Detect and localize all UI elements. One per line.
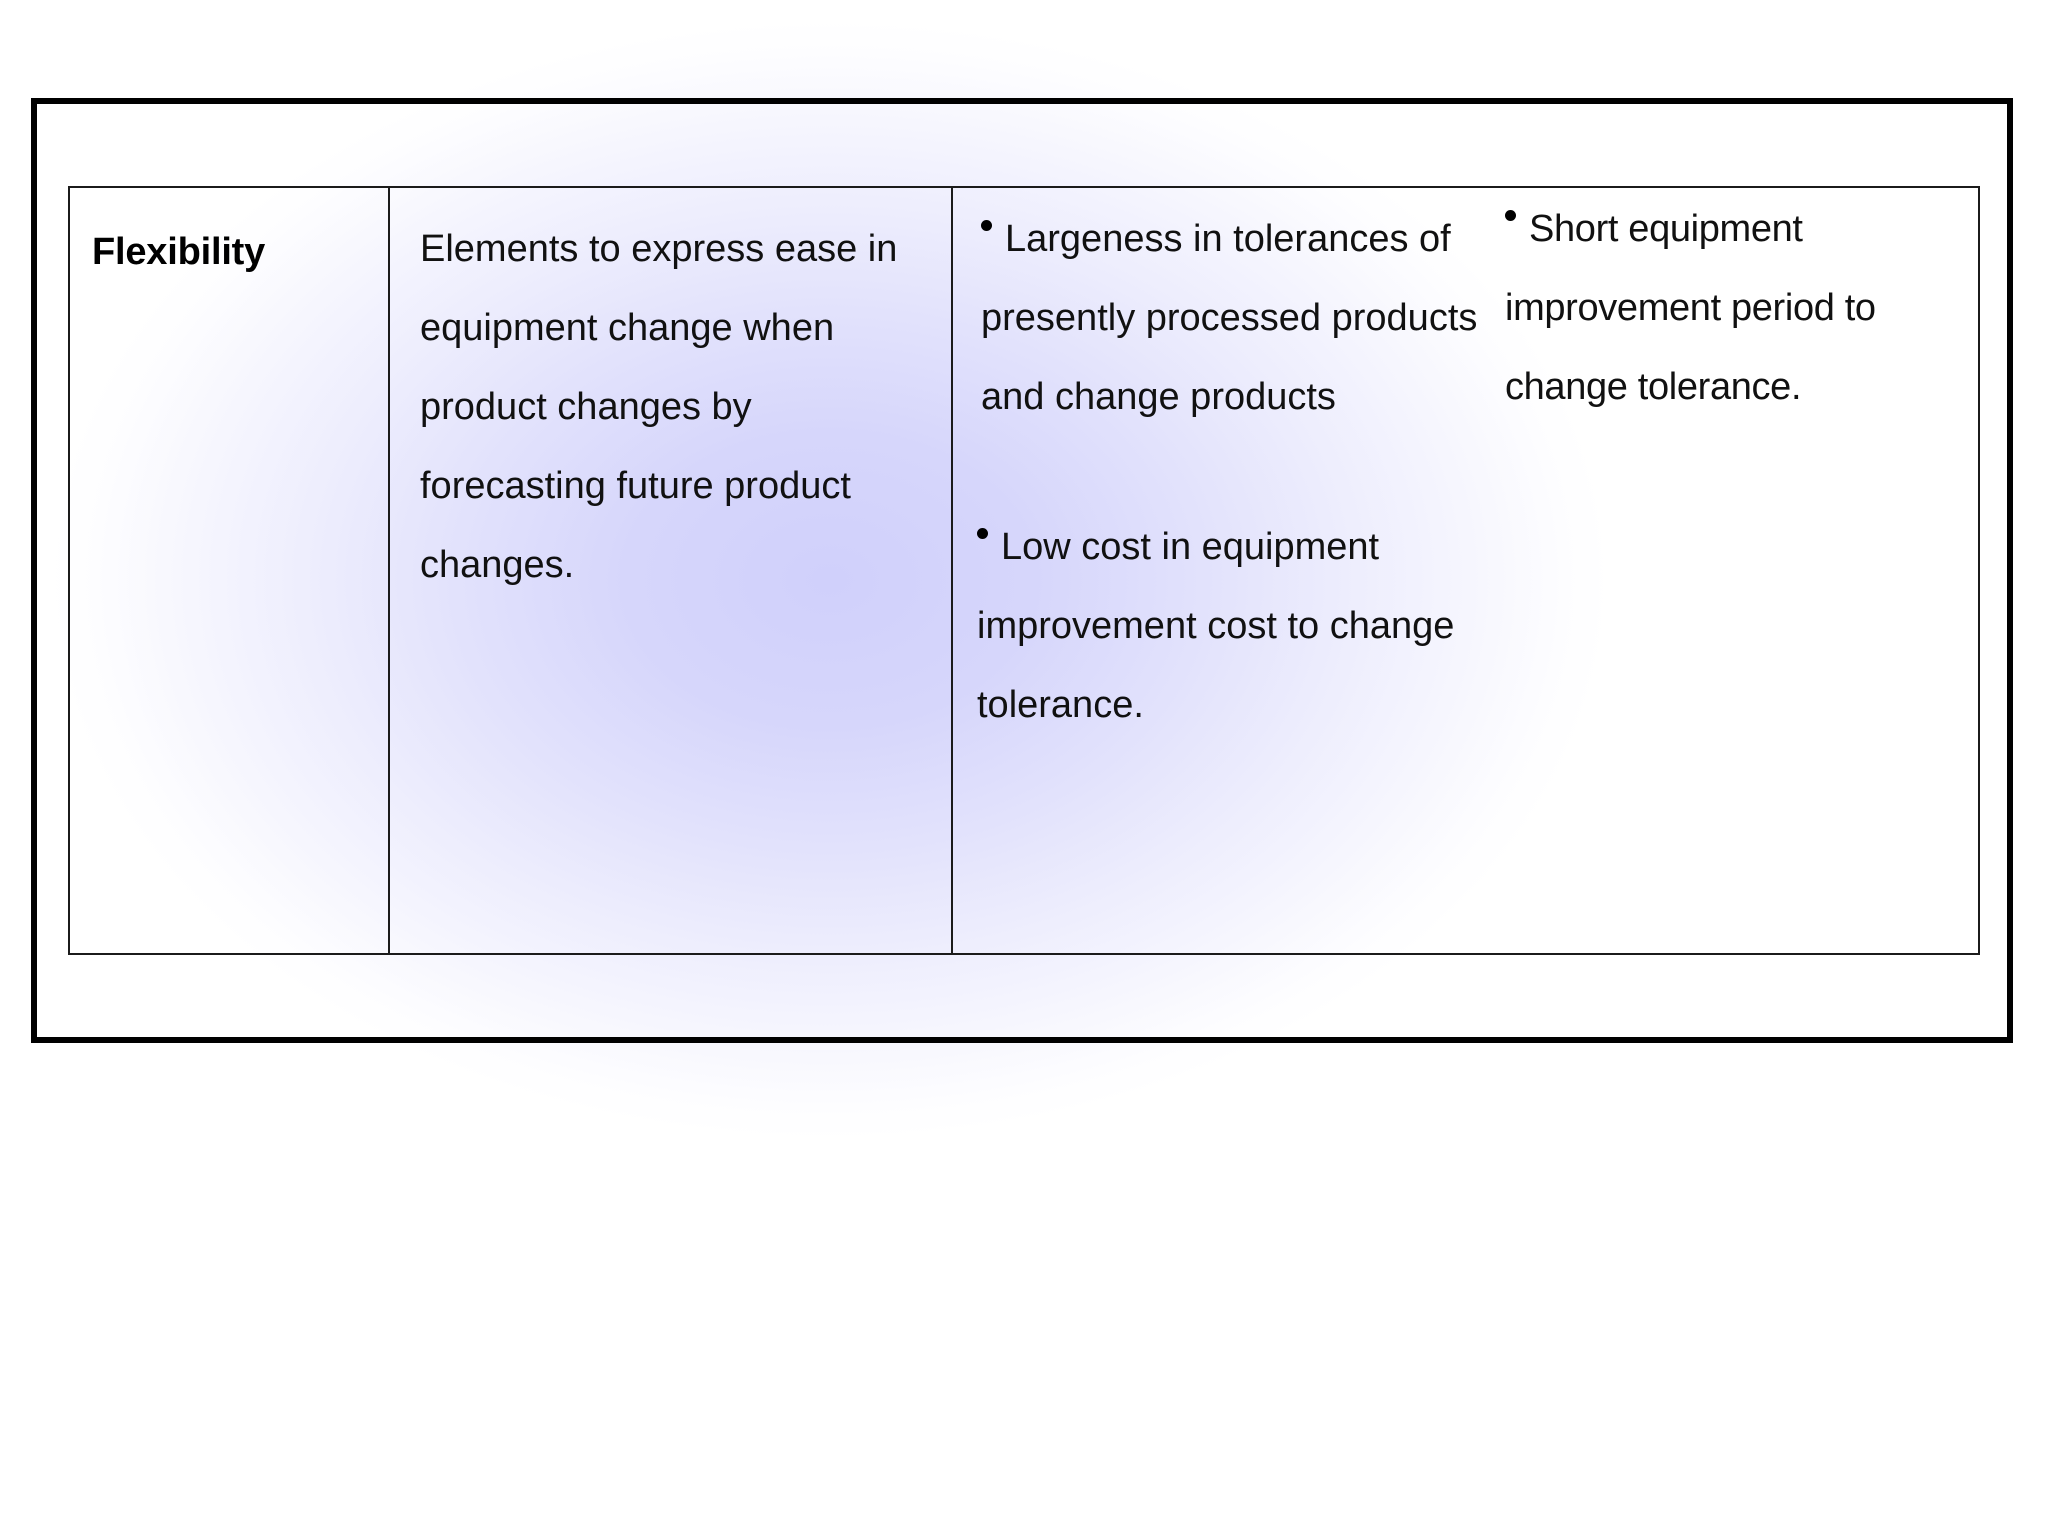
description-text: Elements to express ease in equipment ch…: [420, 228, 898, 586]
flexibility-table: Flexibility Elements to express ease in …: [68, 186, 1980, 955]
bullet-dot-icon: [1505, 210, 1516, 222]
table-cell-category: Flexibility: [70, 188, 390, 953]
list-item: Low cost in equipment improvement cost t…: [977, 508, 1487, 745]
table-cell-items: Largeness in tolerances of presently pro…: [953, 188, 1978, 953]
category-label: Flexibility: [92, 231, 266, 273]
items-column-right: Short equipment improvement period to ch…: [1493, 188, 1978, 953]
list-item-text: Short equipment improvement period to ch…: [1505, 208, 1876, 408]
bullet-dot-icon: [977, 528, 988, 540]
slide-outer-frame: [31, 98, 2013, 1043]
list-item: Largeness in tolerances of presently pro…: [981, 200, 1481, 437]
items-column-left: Largeness in tolerances of presently pro…: [953, 188, 1493, 953]
list-item-text: Largeness in tolerances of presently pro…: [981, 218, 1478, 418]
bullet-dot-icon: [981, 220, 992, 232]
list-item-text: Low cost in equipment improvement cost t…: [977, 526, 1455, 726]
list-item: Short equipment improvement period to ch…: [1505, 190, 2005, 427]
table-cell-description: Elements to express ease in equipment ch…: [390, 188, 953, 953]
